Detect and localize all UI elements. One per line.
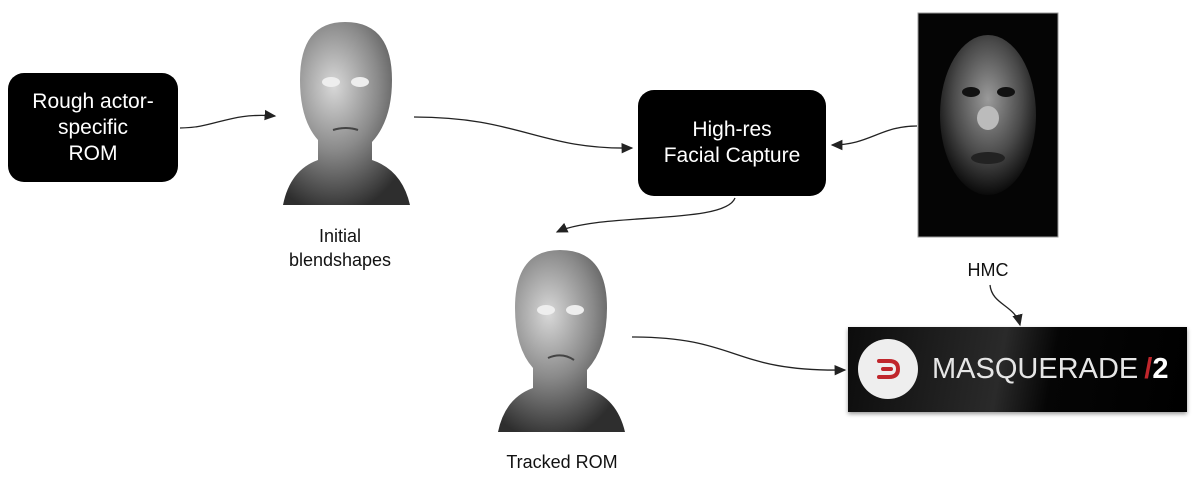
arrow-hmc-to-capture [830,125,918,151]
tracked-rom-label: Tracked ROM [506,452,618,472]
logo-slash: / [1144,353,1153,385]
masquerade-logo-icon [858,339,918,399]
initial-label-line-1: Initial [318,226,362,246]
initial-blendshapes-head [283,22,410,205]
hmc-label: HMC [967,260,1009,280]
rough-rom-node: Rough actor- specific ROM [8,73,178,182]
capture-line-1: High-res [692,118,772,141]
initial-blendshapes-label: Initial blendshapes [270,224,410,272]
rom-line-1: Rough actor- [32,89,154,113]
arrow-blendshapes-to-capture [413,116,634,154]
hmc-capture-image [917,12,1059,238]
rom-line-3: ROM [68,141,118,165]
arrow-tracked-to-masquerade [631,336,847,376]
masquerade-logo-text: MASQUERADE/2 [932,352,1180,386]
rom-line-2: specific [57,115,129,139]
initial-label-line-2: blendshapes [288,250,392,270]
facial-capture-node: High-res Facial Capture [638,90,826,196]
logo-version: 2 [1152,353,1169,385]
logo-word: MASQUERADE [932,353,1139,385]
arrow-capture-to-tracked [555,197,736,233]
arrow-rom-to-blendshapes [179,109,277,129]
arrow-hmc-to-masquerade [989,284,1023,327]
tracked-rom-head [498,250,625,432]
capture-line-2: Facial Capture [663,144,801,167]
masquerade-logo: MASQUERADE/2 [848,327,1187,412]
